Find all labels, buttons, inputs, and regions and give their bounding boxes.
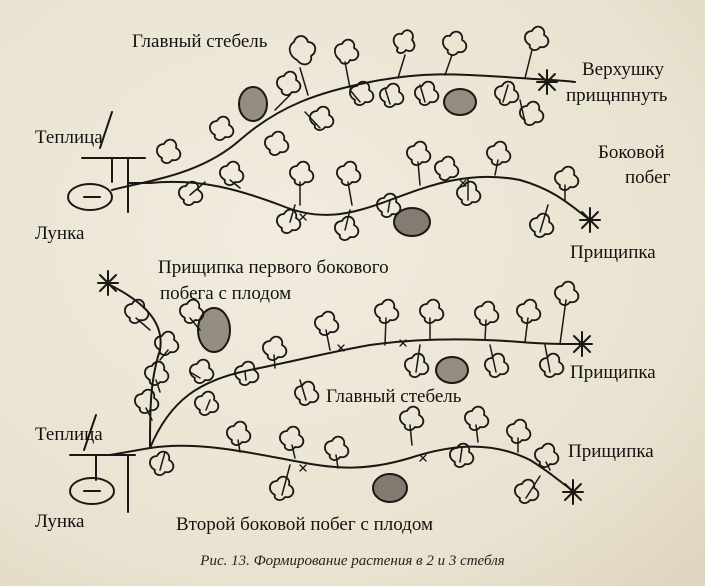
figure-caption: Рис. 13. Формирование растения в 2 и 3 с… [200, 553, 505, 569]
pinch-star-top-main [536, 69, 558, 95]
second-side-shoot [149, 444, 573, 491]
fruits-bottom [197, 307, 469, 503]
label-pinch-top-line1: Верхушку [582, 59, 664, 80]
label-side-shoot-line2: побег [625, 167, 671, 188]
pinch-star-main-bottom [571, 331, 593, 357]
pinch-star-top-side [579, 207, 601, 233]
node-marks [299, 179, 467, 472]
hole-bottom [69, 477, 115, 505]
main-stem-bottom [149, 338, 583, 449]
side-shoot-top [149, 175, 591, 221]
label-greenhouse-top: Теплица [35, 127, 103, 148]
label-main-stem-bottom: Главный стебель [326, 386, 462, 407]
label-second-side: Второй боковой побег с плодом [176, 514, 434, 535]
label-greenhouse-bottom: Теплица [35, 424, 103, 445]
label-pinch-top-line2: прищнпнуть [566, 85, 668, 106]
label-first-side-line1: Прищипка первого бокового [158, 257, 389, 278]
fruits-top [238, 86, 477, 237]
label-first-side-line2: побега с плодом [160, 283, 292, 304]
leaves-top-main [156, 25, 550, 164]
pinch-star-second-side [562, 479, 584, 505]
hole-top [67, 183, 113, 211]
first-side-shoot [109, 284, 162, 449]
label-side-shoot-line1: Боковой [598, 142, 665, 163]
pinch-star-first-side [97, 270, 119, 296]
label-pinch-second-side: Прищипка [568, 441, 654, 462]
label-pinch-side-top: Прищипка [570, 242, 656, 263]
label-pinch-main-bottom: Прищипка [570, 362, 656, 383]
label-main-stem-top: Главный стебель [132, 31, 268, 52]
label-hole-bottom: Лунка [35, 511, 85, 532]
label-hole-top: Лунка [35, 223, 85, 244]
greenhouse-wall-bottom [69, 414, 151, 513]
